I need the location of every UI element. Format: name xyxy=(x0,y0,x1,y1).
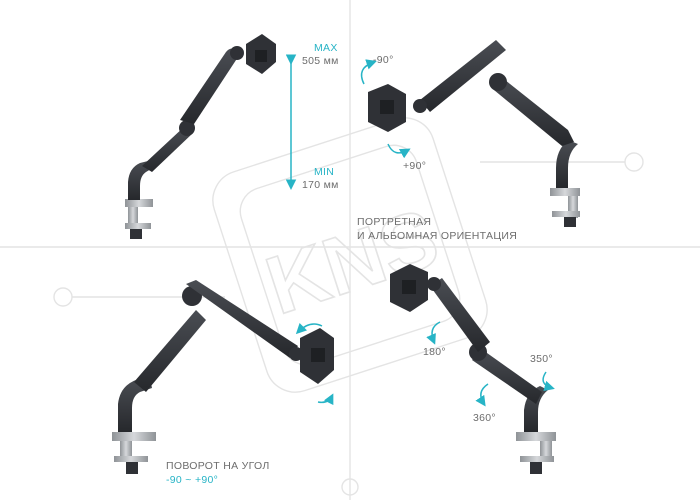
rotation-angle-180: 180° xyxy=(423,346,446,358)
orientation-caption-line2: И АЛЬБОМНАЯ ОРИЕНТАЦИЯ xyxy=(357,230,518,242)
arm-upper-3 xyxy=(186,280,298,358)
arm-upper-2 xyxy=(420,40,506,112)
vesa-center-3 xyxy=(311,348,325,362)
watermark-text: KNS xyxy=(256,192,449,332)
tilt-caption-line2: -90 ~ +90° xyxy=(166,474,219,486)
rotate-arrow-pos90 xyxy=(387,143,411,159)
arm-elbow-2 xyxy=(489,73,507,91)
clamp-plate-bottom-4 xyxy=(520,456,554,462)
rotate-arrow-180 xyxy=(426,321,441,345)
arm-upper-4 xyxy=(430,278,490,352)
orientation-angle-pos: +90° xyxy=(403,160,427,172)
vesa-center xyxy=(255,50,267,62)
clamp-plate-bottom-3 xyxy=(114,456,148,462)
tilt-arrow-top xyxy=(295,322,323,335)
arm-head-joint xyxy=(230,46,244,60)
height-max-value: 505 мм xyxy=(302,55,339,67)
monitor-arm-tilt xyxy=(112,280,334,474)
monitor-arm-orientation xyxy=(368,40,580,227)
clamp-plate-top xyxy=(125,199,153,207)
clamp-plate-bottom-2 xyxy=(552,211,580,217)
arm-elbow xyxy=(179,120,195,136)
clamp-knob-3 xyxy=(126,462,138,474)
arm-pole-2 xyxy=(556,140,578,188)
orientation-angle-neg: -90° xyxy=(373,54,394,66)
height-min-label: MIN xyxy=(314,166,335,178)
rotate-arrow-360 xyxy=(475,383,489,407)
tilt-caption-line1: ПОВОРОТ НА УГОЛ xyxy=(166,460,270,472)
arm-pole-3 xyxy=(118,378,152,432)
orientation-caption-line1: ПОРТРЕТНАЯ xyxy=(357,216,432,228)
arm-head-joint-2 xyxy=(413,99,427,113)
clamp-body-2 xyxy=(568,196,578,218)
watermark-diamond-inner xyxy=(239,144,461,366)
clamp-knob-2 xyxy=(564,217,576,227)
tilt-arrow-bottom xyxy=(317,393,334,406)
vesa-center-4 xyxy=(402,280,416,294)
arm-lower-2 xyxy=(494,76,574,146)
arm-lower-3 xyxy=(134,310,206,392)
arm-lower-4 xyxy=(472,348,542,404)
clamp-plate-bottom xyxy=(125,223,151,229)
arm-head-joint-3 xyxy=(289,347,303,361)
arm-lower xyxy=(142,126,193,172)
clamp-plate-top-2 xyxy=(550,188,580,196)
rotate-arrow-350 xyxy=(542,371,555,391)
arm-head-joint-4 xyxy=(427,277,441,291)
height-max-label: MAX xyxy=(314,42,338,54)
height-min-value: 170 мм xyxy=(302,179,339,191)
monitor-arm-height xyxy=(125,34,276,239)
monitor-arm-rotation xyxy=(390,264,556,474)
rotation-angle-360: 360° xyxy=(473,412,496,424)
clamp-body xyxy=(128,207,138,229)
rotation-angle-350: 350° xyxy=(530,353,553,365)
clamp-knob-4 xyxy=(530,462,542,474)
rotate-arrow-neg90 xyxy=(360,59,377,85)
clamp-plate-top-4 xyxy=(516,432,556,441)
watermark-diamond-outer xyxy=(212,117,488,393)
vesa-center-2 xyxy=(380,100,394,114)
arm-upper xyxy=(180,48,240,124)
clamp-knob xyxy=(130,229,142,239)
clamp-plate-top-3 xyxy=(112,432,156,441)
